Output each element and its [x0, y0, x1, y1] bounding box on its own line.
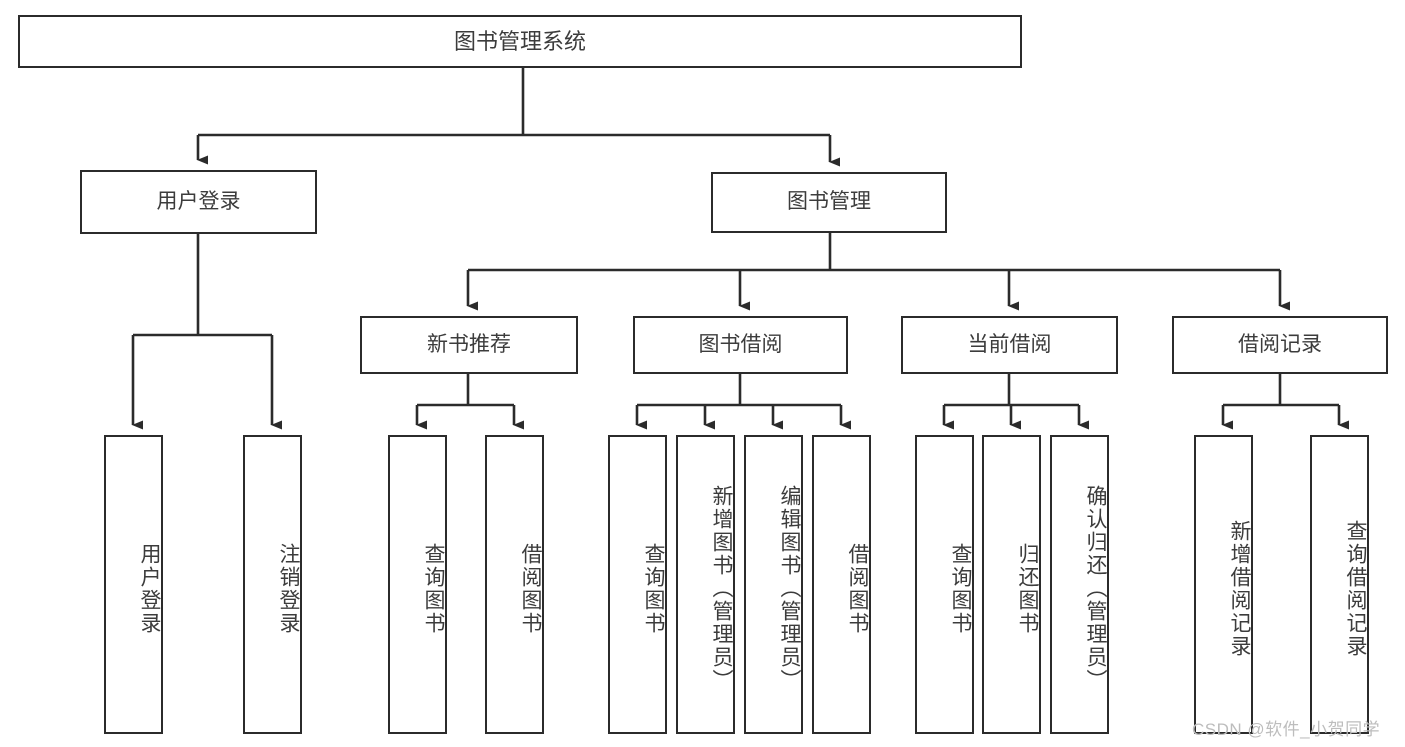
node-label: 新增借阅记录 — [1228, 519, 1251, 658]
node-label: 注销登录 — [277, 542, 300, 635]
node-book-borrow[interactable]: 图书借阅 — [633, 316, 848, 374]
node-label: 查询图书 — [949, 542, 972, 635]
node-leaf-query-book-borrow[interactable]: 查询图书 — [608, 435, 667, 734]
node-label: 查询借阅记录 — [1344, 519, 1367, 658]
node-label: 借阅图书 — [519, 542, 542, 635]
node-label: 新增图书（管理员） — [710, 485, 733, 692]
node-label: 确认归还（管理员） — [1084, 485, 1107, 692]
node-label: 借阅记录 — [1238, 332, 1322, 356]
node-leaf-add-book[interactable]: 新增图书（管理员） — [676, 435, 735, 734]
node-user-login[interactable]: 用户登录 — [80, 170, 317, 234]
node-leaf-user-login[interactable]: 用户登录 — [104, 435, 163, 734]
node-leaf-return-book[interactable]: 归还图书 — [982, 435, 1041, 734]
node-label: 当前借阅 — [967, 332, 1052, 356]
node-new-book-recommend[interactable]: 新书推荐 — [360, 316, 578, 374]
node-label: 用户登录 — [156, 189, 241, 213]
node-leaf-query-borrow-record[interactable]: 查询借阅记录 — [1310, 435, 1369, 734]
node-leaf-query-book-recommend[interactable]: 查询图书 — [388, 435, 447, 734]
node-current-borrow[interactable]: 当前借阅 — [901, 316, 1118, 374]
node-borrow-record[interactable]: 借阅记录 — [1172, 316, 1388, 374]
watermark-csdn: CSDN @软件_小贺同学 — [1192, 720, 1381, 739]
node-leaf-borrow-book[interactable]: 借阅图书 — [812, 435, 871, 734]
node-label: 查询图书 — [422, 542, 445, 635]
node-leaf-confirm-return[interactable]: 确认归还（管理员） — [1050, 435, 1109, 734]
node-leaf-borrow-book-recommend[interactable]: 借阅图书 — [485, 435, 544, 734]
node-leaf-query-book-current[interactable]: 查询图书 — [915, 435, 974, 734]
node-label: 查询图书 — [642, 542, 665, 635]
node-leaf-add-borrow-record[interactable]: 新增借阅记录 — [1194, 435, 1253, 734]
node-label: 图书管理 — [787, 190, 871, 214]
node-label: 用户登录 — [138, 542, 161, 635]
node-root-book-management-system[interactable]: 图书管理系统 — [18, 15, 1022, 68]
node-book-management[interactable]: 图书管理 — [711, 172, 947, 233]
node-label: 图书借阅 — [698, 332, 783, 356]
node-label: 新书推荐 — [427, 332, 511, 356]
node-label: 编辑图书（管理员） — [778, 485, 801, 692]
node-label: 借阅图书 — [846, 542, 869, 635]
node-label: 图书管理系统 — [453, 28, 586, 54]
node-label: 归还图书 — [1016, 542, 1039, 635]
node-leaf-logout-login[interactable]: 注销登录 — [243, 435, 302, 734]
node-leaf-edit-book[interactable]: 编辑图书（管理员） — [744, 435, 803, 734]
